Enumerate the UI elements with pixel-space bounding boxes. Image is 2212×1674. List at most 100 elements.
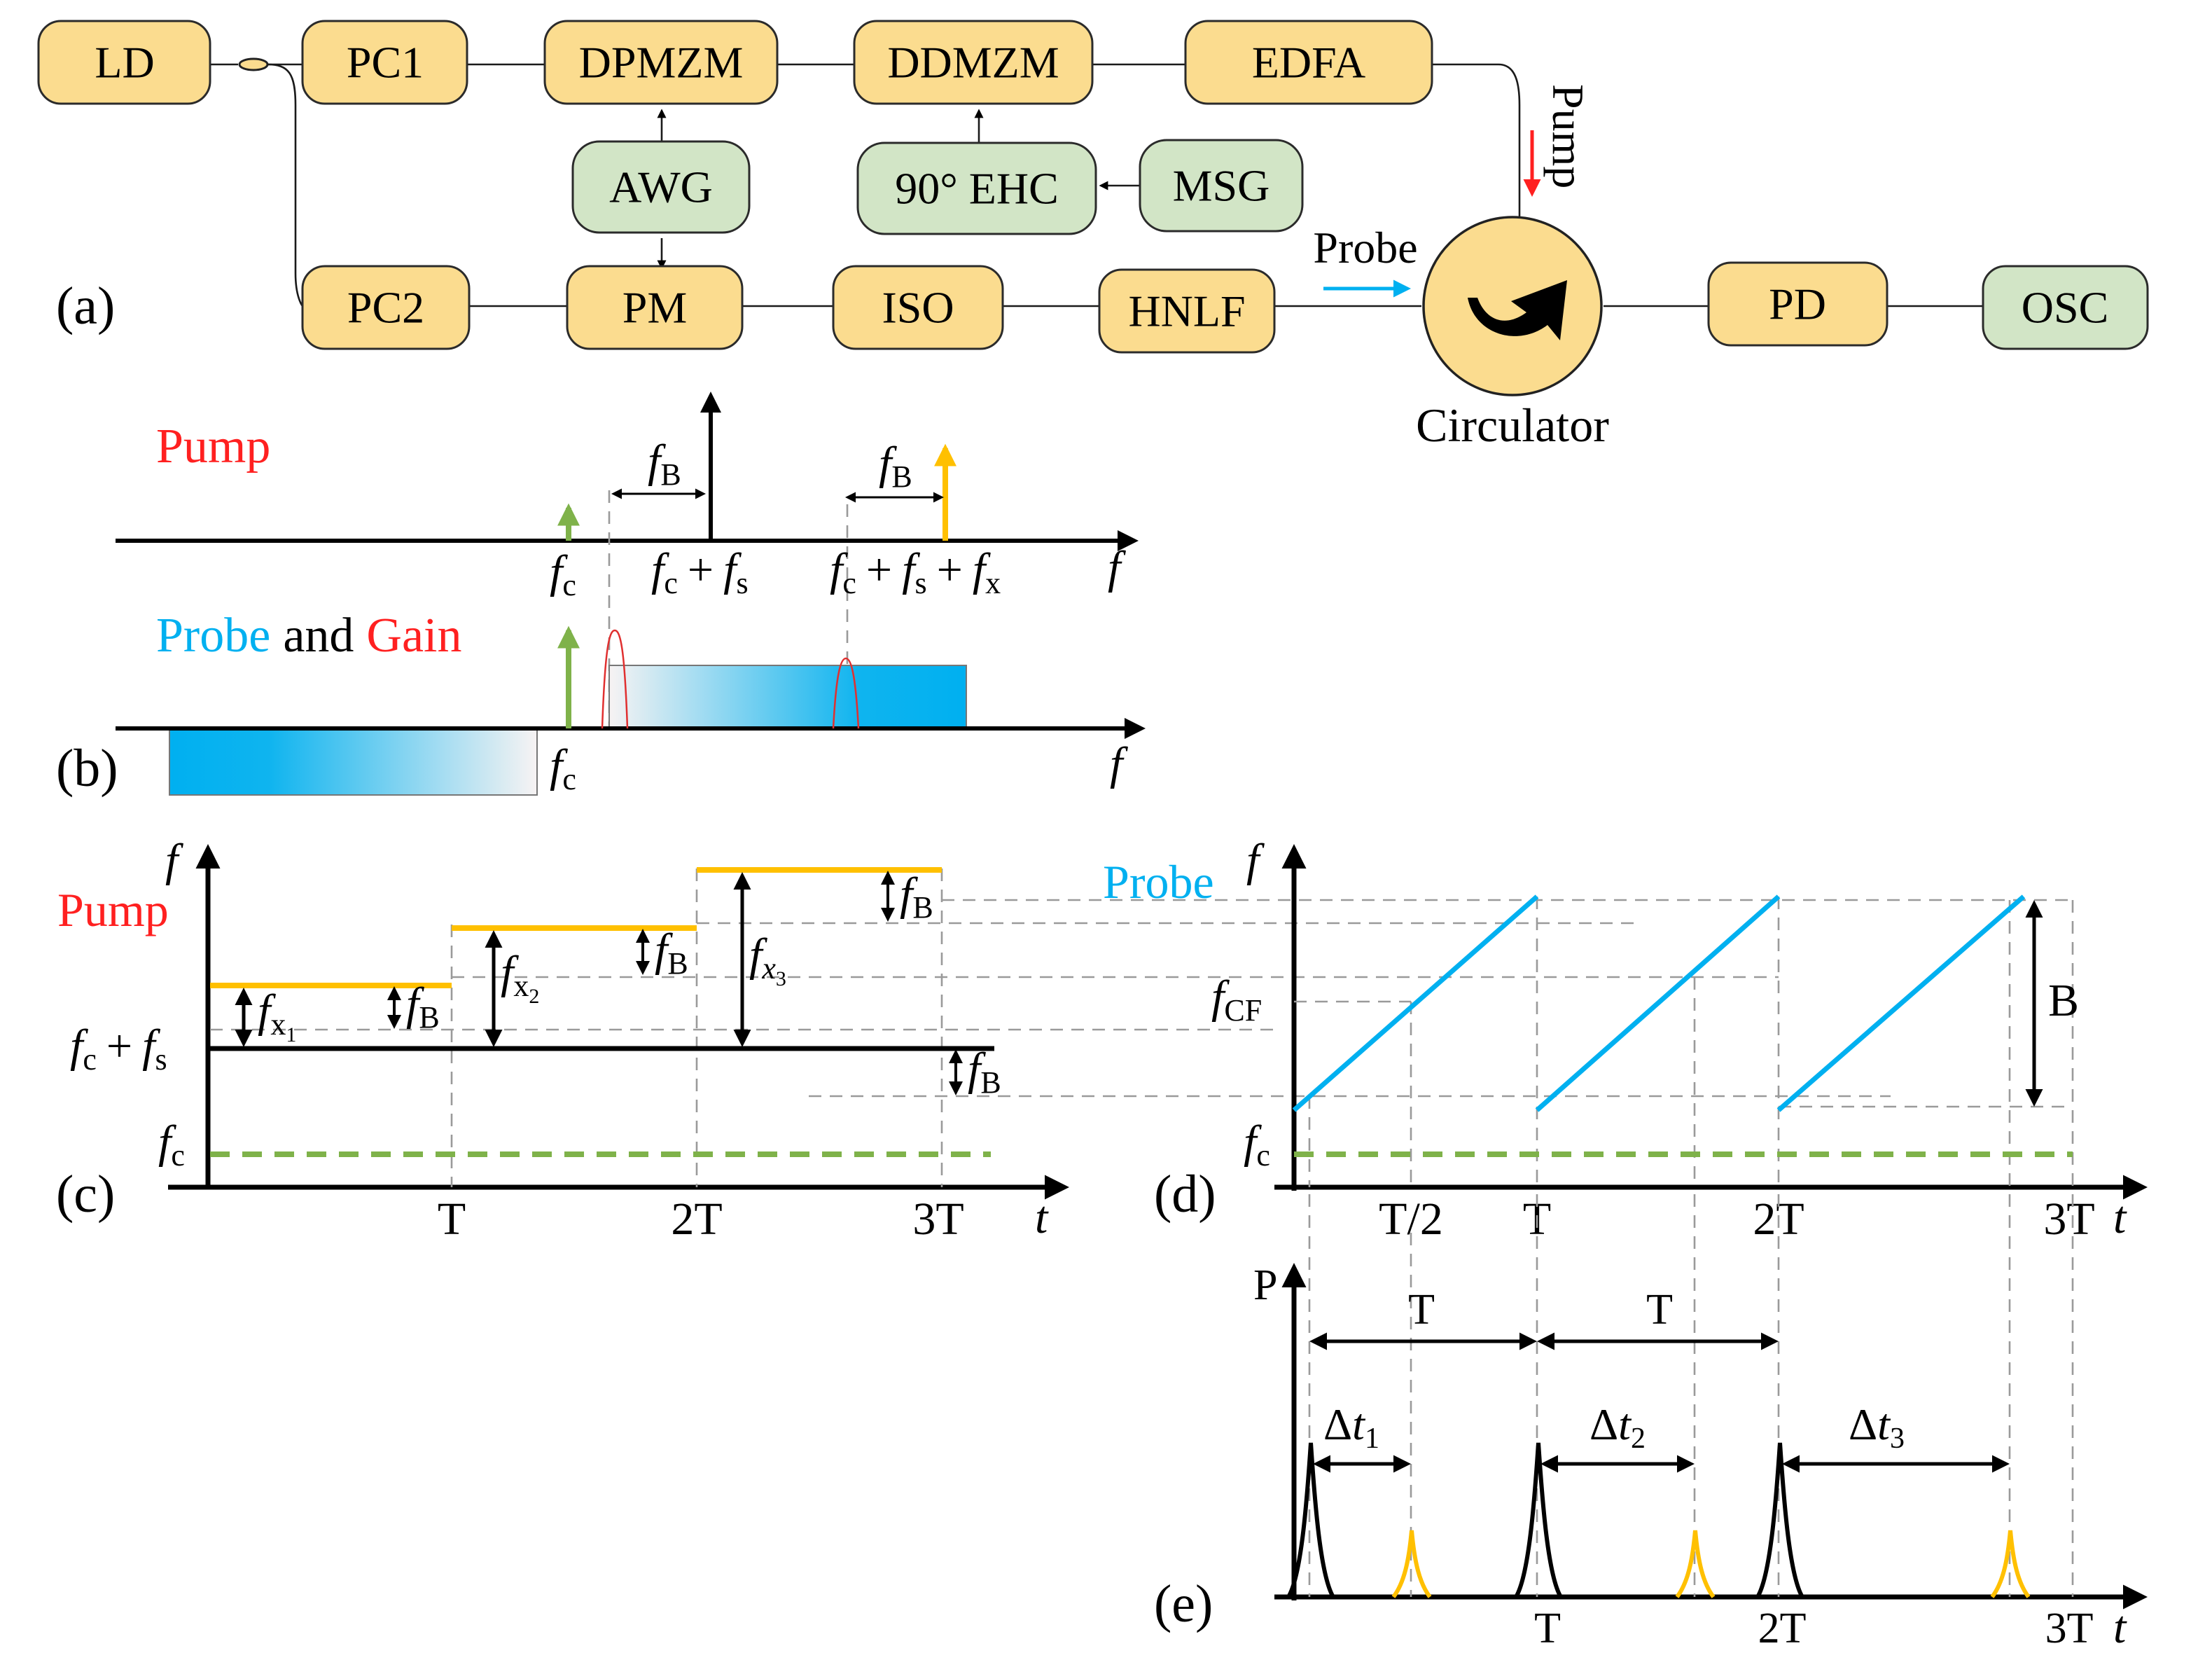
pump-x-axis-label: t	[1035, 1192, 1049, 1243]
ddmzm-label: DDMZM	[887, 38, 1059, 88]
fx2-label: fx2	[501, 947, 539, 1008]
probe-upper-sideband	[608, 665, 967, 729]
ehc-label: 90° EHC	[895, 164, 1059, 214]
spectrum-f-label-bottom: f	[1110, 738, 1128, 789]
dpmzm-block	[543, 20, 779, 105]
pump-time-title: Pump	[57, 883, 169, 936]
pump-tick-2t: 2T	[671, 1194, 722, 1245]
awg-label: AWG	[609, 162, 713, 212]
fc-fs-fx-label: fc+fs+fx	[830, 544, 1001, 600]
probe-lower-sideband	[169, 728, 538, 796]
probe-ramps	[1292, 894, 2026, 1112]
awg-block	[571, 140, 751, 234]
probe-label: Probe	[1313, 223, 1417, 272]
fb-label-c1: fB	[406, 978, 440, 1035]
reference-pulse-1	[1286, 1442, 1335, 1598]
iso-block	[832, 265, 1004, 350]
pc2-block	[301, 265, 471, 350]
dt1-label: Δt1	[1323, 1399, 1379, 1455]
osc-label: OSC	[2022, 283, 2109, 333]
period-label-1: T	[1408, 1286, 1435, 1334]
panel-label-e: (e)	[1154, 1575, 1213, 1633]
osc-block	[1982, 265, 2149, 350]
pump-tick-t: T	[438, 1194, 466, 1245]
fx3-label: fx3	[749, 929, 786, 990]
gain-peak-2	[832, 657, 860, 729]
fc-label-c: fc	[158, 1116, 185, 1173]
fc-label-d: fc	[1244, 1116, 1270, 1173]
probe-y-axis-label: f	[1246, 835, 1265, 886]
ehc-block	[856, 141, 1097, 235]
pc1-block	[301, 20, 468, 105]
panel-label-a: (a)	[56, 277, 115, 336]
panel-label-d: (d)	[1154, 1165, 1216, 1224]
pulses-panel: P t T T Δt1 Δt2 Δt3 T 2T 3T (e)	[1154, 1194, 2148, 1653]
reference-pulse-3	[1755, 1442, 1804, 1598]
pump-time-panel: f t Pump fx1 fx2 fx3 fB fB fB fB fc+	[56, 835, 2073, 1245]
panel-label-b: (b)	[56, 739, 118, 798]
msg-block	[1139, 139, 1304, 233]
pm-block	[566, 265, 744, 350]
fx1-label: fx1	[258, 985, 296, 1046]
fc-label-top: fc	[550, 546, 576, 602]
fcf-label: fCF	[1211, 971, 1262, 1028]
iso-label: ISO	[882, 283, 954, 333]
msg-label: MSG	[1173, 161, 1270, 211]
spectrum-pump-title: Pump	[156, 420, 270, 473]
ddmzm-block	[853, 20, 1094, 105]
probe-x-axis-label: t	[2113, 1192, 2127, 1243]
gain-peak-1	[601, 629, 629, 729]
pump-tick-3t: 3T	[912, 1194, 964, 1245]
fcfs-label-c: fc+fs	[70, 1021, 167, 1077]
setup-diagram: LD PC1 DPMZM DDMZM EDFA AWG 90° EHC MSG …	[37, 20, 2149, 452]
pc1-label: PC1	[347, 38, 424, 88]
pump-y-axis-label: f	[165, 835, 183, 886]
fc-fs-label: fc+fs	[651, 544, 749, 600]
dt3-label: Δt3	[1849, 1399, 1905, 1455]
fiber-coupler	[238, 57, 269, 71]
hnlf-block	[1098, 268, 1276, 354]
probe-time-panel: f t Probe B fCF fc T/2 T 2T 3T (d)	[1103, 835, 2148, 1245]
echo-pulse-1	[1391, 1530, 1432, 1598]
pc2-label: PC2	[347, 283, 424, 333]
panel-label-c: (c)	[56, 1165, 115, 1224]
pump-label: Pump	[1543, 84, 1593, 188]
reference-pulse-2	[1514, 1442, 1563, 1598]
fb-label-c4: fB	[968, 1044, 1001, 1100]
pump-step-lines	[210, 867, 942, 988]
pd-label: PD	[1769, 279, 1826, 329]
pd-block	[1707, 261, 1888, 347]
edfa-label: EDFA	[1252, 38, 1365, 88]
fb-label-2: fB	[879, 438, 912, 494]
period-label-2: T	[1646, 1286, 1673, 1334]
dt2-label: Δt2	[1590, 1399, 1646, 1455]
pulses-x-axis-label: t	[2113, 1602, 2127, 1653]
fb-label-1: fB	[648, 436, 681, 492]
pulses-y-axis-label: P	[1253, 1261, 1277, 1309]
pulses-tick-t: T	[1534, 1605, 1561, 1652]
fb-label-c2: fB	[655, 925, 688, 981]
echo-pulse-2	[1675, 1530, 1716, 1598]
echo-pulse-3	[1990, 1530, 2031, 1598]
pulses-tick-3t: 3T	[2045, 1605, 2094, 1652]
bandwidth-label: B	[2048, 975, 2079, 1026]
setup-fibers	[210, 57, 1983, 307]
ld-label: LD	[95, 38, 154, 88]
circulator-label: Circulator	[1416, 399, 1609, 452]
dpmzm-label: DPMZM	[579, 38, 744, 88]
circulator-arrow-icon	[1468, 280, 1567, 340]
fc-label-bottom: fc	[550, 740, 576, 796]
probe-time-title: Probe	[1103, 855, 1214, 908]
pm-label: PM	[622, 283, 688, 333]
edfa-block	[1184, 20, 1433, 105]
pulses-tick-2t: 2T	[1758, 1605, 1807, 1652]
spectrum-f-label-top: f	[1108, 542, 1126, 593]
probe-tick-3t: 3T	[2043, 1194, 2094, 1245]
hnlf-label: HNLF	[1128, 286, 1245, 336]
fb-label-c3: fB	[900, 869, 933, 925]
ld-block	[37, 20, 211, 105]
